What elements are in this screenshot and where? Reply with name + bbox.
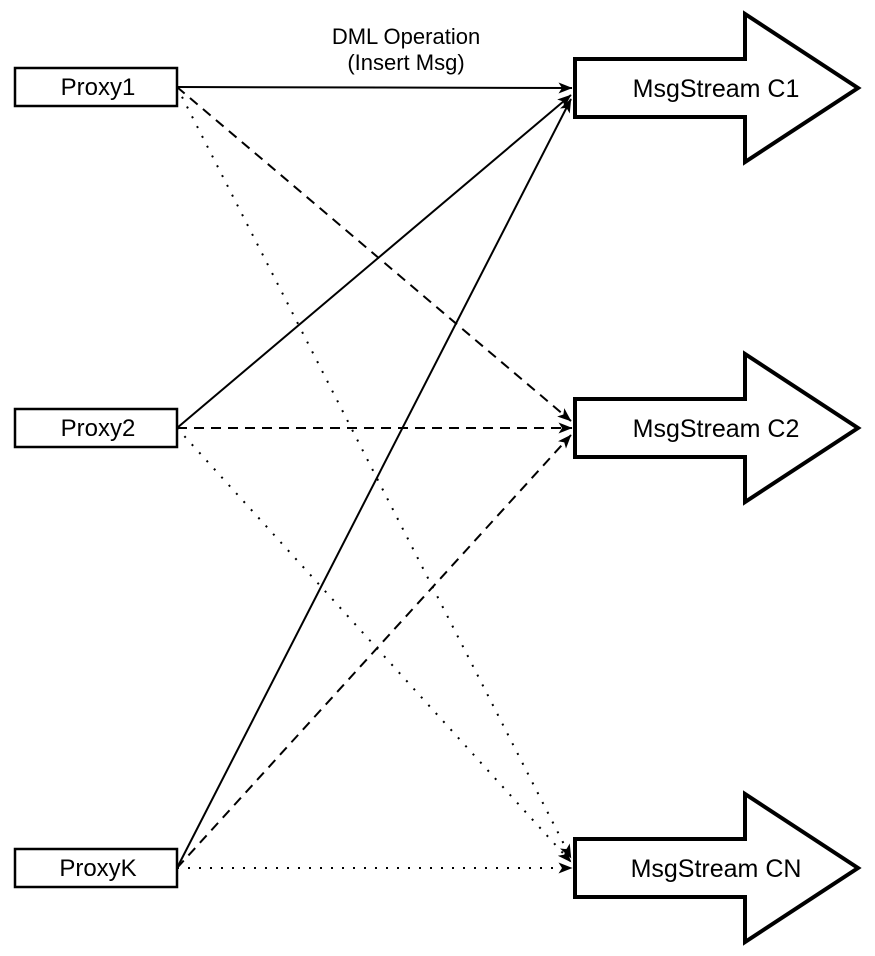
msgstream-c1-label: MsgStream C1 bbox=[633, 75, 800, 103]
connection-proxy1-msgstream-c2 bbox=[176, 86, 572, 422]
proxy1-label: Proxy1 bbox=[61, 74, 136, 101]
msgstream-c2-node: MsgStream C2 bbox=[573, 350, 862, 506]
connection-proxy2-msgstream-c1 bbox=[176, 94, 572, 429]
msgstream-cn-node: MsgStream CN bbox=[573, 790, 862, 946]
connections bbox=[176, 82, 573, 874]
dml-operation-label-line2: (Insert Msg) bbox=[347, 50, 464, 75]
proxyk-box bbox=[13, 847, 179, 889]
proxyk-node: ProxyK bbox=[13, 847, 179, 889]
proxy1-box bbox=[13, 66, 179, 108]
msgstream-cn-label: MsgStream CN bbox=[631, 855, 802, 883]
msgstream-cn-arrow-shape bbox=[573, 790, 862, 946]
dml-operation-annotation: DML Operation (Insert Msg) bbox=[332, 24, 480, 75]
connection-proxy1-msgstream-cn bbox=[176, 86, 572, 859]
connection-proxyk-msgstream-c2 bbox=[176, 434, 572, 869]
proxy1-node: Proxy1 bbox=[13, 66, 179, 108]
proxy2-node: Proxy2 bbox=[13, 407, 179, 449]
msgstream-c1-arrow-shape bbox=[573, 10, 862, 166]
connection-proxy2-msgstream-cn bbox=[176, 427, 572, 863]
connection-proxy1-msgstream-c1 bbox=[176, 82, 573, 94]
msgstream-c2-arrow-shape bbox=[573, 350, 862, 506]
connection-proxyk-msgstream-c1 bbox=[176, 98, 572, 869]
msgstream-c1-node: MsgStream C1 bbox=[573, 10, 862, 166]
dml-operation-label-line1: DML Operation bbox=[332, 24, 480, 49]
msgstream-c2-label: MsgStream C2 bbox=[633, 415, 800, 443]
proxy2-box bbox=[13, 407, 179, 449]
proxyk-label: ProxyK bbox=[59, 855, 136, 882]
proxy2-label: Proxy2 bbox=[61, 415, 136, 442]
